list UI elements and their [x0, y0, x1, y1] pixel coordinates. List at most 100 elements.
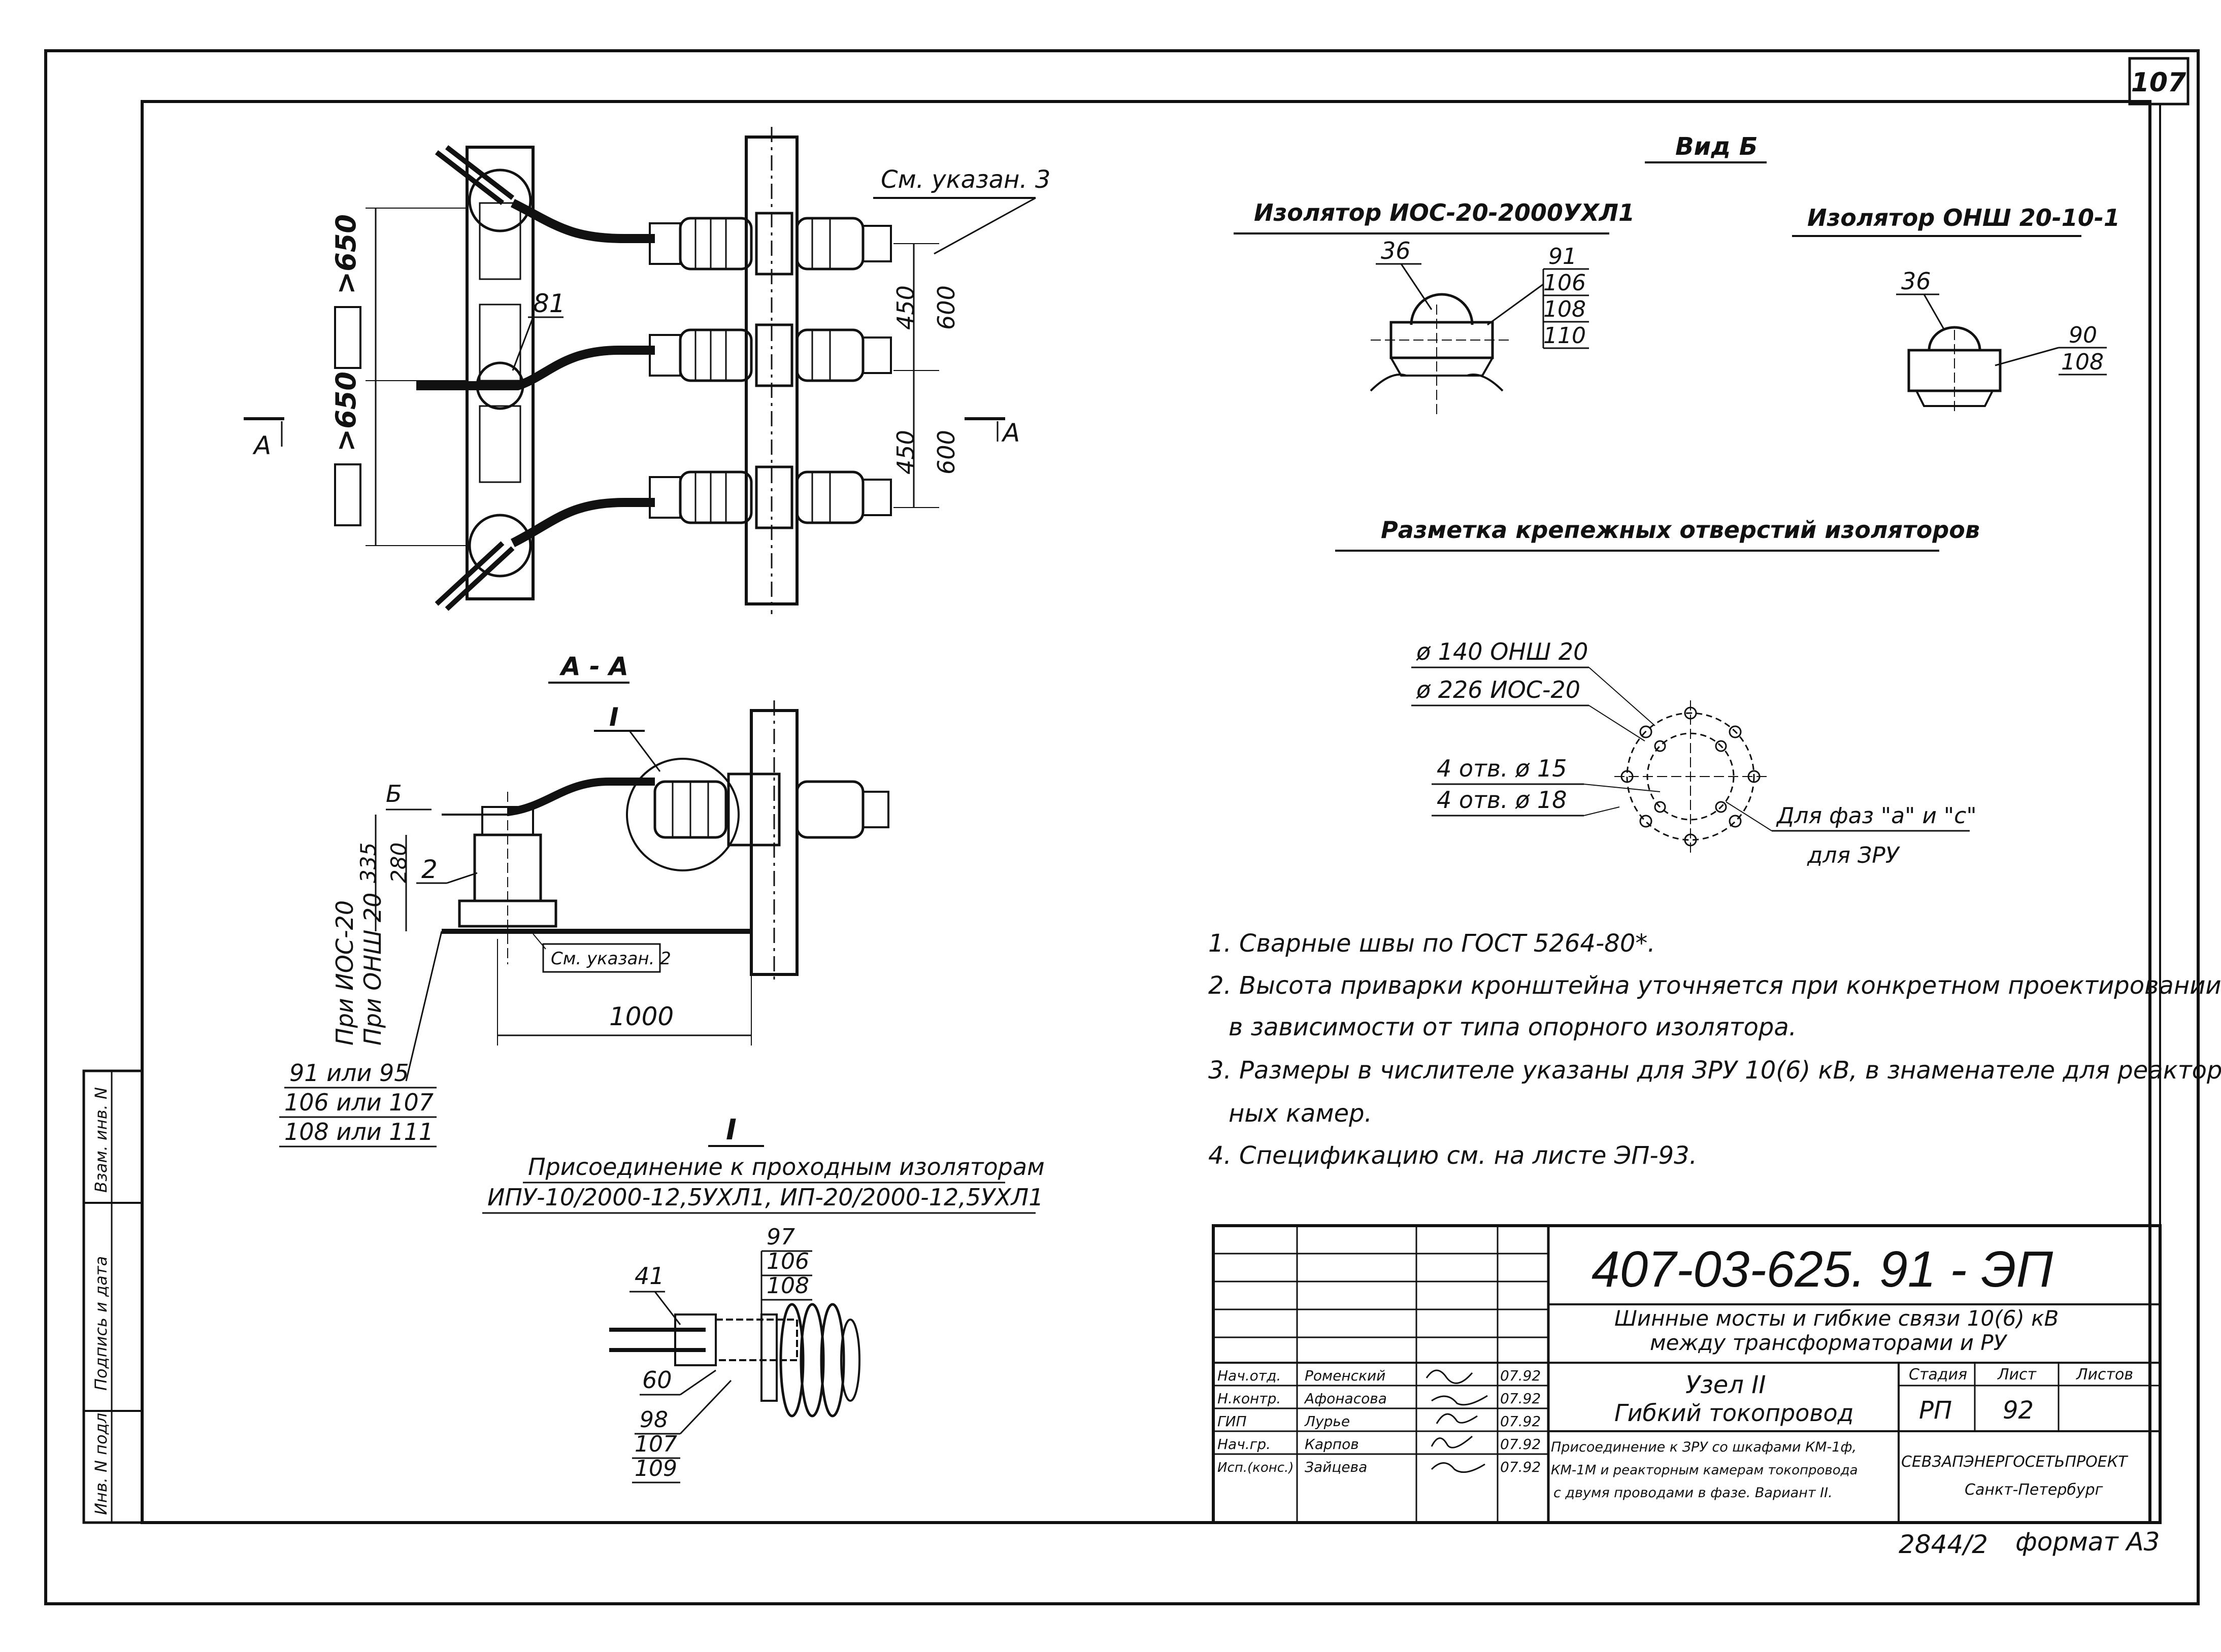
item-2: 2	[421, 855, 438, 884]
stamp-inventory: Инв. N подл.	[91, 1408, 111, 1515]
insulator-1-items: 91 106 108 110	[1487, 244, 1589, 349]
project-title-1: Шинные мосты и гибкие связи 10(6) кВ	[1614, 1306, 2059, 1331]
item-81: 81	[533, 289, 566, 318]
conductor-phase-a	[510, 198, 655, 243]
mark-B: Б	[386, 780, 402, 807]
detail-item-41: 41	[635, 1262, 665, 1290]
name-1: Роменский	[1305, 1367, 1385, 1384]
name-4: Карпов	[1305, 1436, 1359, 1453]
note-4: 4. Спецификацию см. на листе ЭП-93.	[1208, 1141, 1697, 1170]
detail-title: Присоединение к проходным изоляторам	[528, 1153, 1045, 1181]
section-item-2: 106 или 107	[284, 1089, 434, 1116]
note-ref-2: См. указан. 2	[551, 949, 671, 969]
insulator-1-item-36: 36	[1381, 237, 1411, 264]
date-2: 07.92	[1500, 1390, 1541, 1407]
role-1: Нач.отд.	[1217, 1367, 1281, 1384]
note-3: 3. Размеры в числителе указаны для ЗРУ 1…	[1208, 1056, 2221, 1085]
note-3-cont: ных камер.	[1229, 1099, 1372, 1128]
view-b: Вид Б Изолятор ИОС-20-2000УХЛ1 36 91 106…	[1234, 132, 2120, 416]
clamp-top	[468, 168, 532, 232]
detail-top-item-2: 106	[767, 1249, 809, 1274]
city: Санкт-Петербург	[1965, 1481, 2103, 1499]
name-2: Афонасова	[1304, 1390, 1387, 1407]
project-title-2: между трансформаторами и РУ	[1650, 1330, 2008, 1355]
label-ios: При ИОС-20	[331, 900, 358, 1046]
insulator-2-item-36: 36	[1901, 267, 1931, 295]
wall-insert-3	[479, 405, 521, 483]
top-view: См. указан. 3 >650 >650 81 450 600 450 6…	[244, 127, 1050, 614]
section-conductor	[507, 778, 655, 816]
detail-top-item-1: 97	[767, 1224, 795, 1250]
section-item-3: 108 или 111	[284, 1118, 434, 1145]
notes: 1. Сварные швы по ГОСТ 5264-80*. 2. Высо…	[1208, 929, 2221, 1170]
conductor-phase-c	[510, 498, 655, 548]
detail-I: I Присоединение к проходным изоляторам И…	[482, 1114, 1045, 1484]
insulator-row-3	[649, 465, 892, 529]
detail-circle	[626, 758, 740, 871]
insulator-row-1	[649, 212, 892, 276]
view-b-title: Вид Б	[1675, 132, 1758, 161]
format-label: формат А3	[2015, 1527, 2160, 1557]
leader-note-3	[934, 197, 1036, 255]
insulator-1-title: Изолятор ИОС-20-2000УХЛ1	[1254, 199, 1635, 226]
note-1: 1. Сварные швы по ГОСТ 5264-80*.	[1208, 929, 1655, 958]
holes-15: 4 отв. ø 15	[1437, 755, 1567, 782]
signatures	[1426, 1369, 1488, 1473]
hole-d226: ø 226 ИОС-20	[1416, 676, 1580, 703]
desc-3: с двумя проводами в фазе. Вариант II.	[1553, 1485, 1833, 1501]
detail-bottom-item-2: 107	[635, 1431, 677, 1457]
node-title: Узел II	[1685, 1371, 1766, 1399]
note-2-box	[542, 943, 661, 973]
doc-code: 407-03-625. 91 - ЭП	[1592, 1241, 2053, 1298]
title-block: 407-03-625. 91 - ЭП Шинные мосты и гибки…	[1212, 1224, 2162, 1524]
wire-diagonal-bottom	[435, 541, 515, 611]
dim-650-lower: >650	[330, 372, 362, 452]
svg-text:110: 110	[1543, 323, 1586, 349]
insulator-2-symbol	[1907, 326, 2002, 411]
insulator-2-title: Изолятор ОНШ 20-10-1	[1807, 204, 2120, 231]
stage-value: РП	[1919, 1396, 1952, 1425]
sheets-header: Листов	[2076, 1366, 2133, 1384]
outer-frame	[44, 49, 2200, 1605]
section-mark-right: А	[1001, 418, 1020, 448]
corner-number-box	[2128, 57, 2190, 106]
role-2: Н.контр.	[1217, 1390, 1281, 1407]
stage-header: Стадия	[1909, 1366, 1967, 1384]
left-wall	[466, 146, 535, 600]
label-onsh: При ОНШ 20	[359, 893, 386, 1046]
wall-insert-1	[479, 202, 521, 280]
section-item-1: 91 или 95	[289, 1059, 409, 1087]
role-4: Нач.гр.	[1217, 1436, 1271, 1453]
for-zru: для ЗРУ	[1807, 842, 1901, 868]
dim-1000: 1000	[609, 1002, 674, 1031]
bottom-mark: 2844/2	[1899, 1530, 1988, 1559]
dim-450-lower: 450	[892, 430, 919, 475]
desc-2: КМ-1М и реакторным камерам токопровода	[1551, 1463, 1858, 1478]
svg-text:91: 91	[1548, 244, 1577, 269]
detail-roman: I	[726, 1114, 737, 1147]
role-5: Исп.(конс.)	[1217, 1460, 1294, 1475]
role-3: ГИП	[1217, 1413, 1247, 1430]
dim-335: 335	[356, 842, 381, 883]
insulator-2-item-90: 90	[2069, 322, 2097, 348]
dim-600-lower: 600	[933, 430, 960, 475]
stamp-replaced: Взам. инв. N	[91, 1087, 111, 1193]
detail-bottom-item-1: 98	[640, 1407, 668, 1433]
hole-marking-title: Разметка крепежных отверстий изоляторов	[1381, 516, 1980, 544]
name-5: Зайцева	[1305, 1459, 1367, 1475]
section-mark-left: А	[252, 431, 271, 460]
desc-1: Присоединение к ЗРУ со шкафами КМ-1ф,	[1551, 1439, 1857, 1455]
sheet-value: 92	[2003, 1396, 2034, 1425]
sheet-corner-number: 107	[2131, 68, 2186, 98]
dim-280: 280	[386, 842, 411, 883]
svg-text:108: 108	[1543, 296, 1586, 322]
detail-subtitle: ИПУ-10/2000-12,5УХЛ1, ИП-20/2000-12,5УХЛ…	[487, 1184, 1044, 1211]
date-4: 07.92	[1500, 1436, 1541, 1453]
insulator-2-item-108: 108	[2061, 349, 2104, 375]
dim-box-1	[334, 306, 361, 369]
note-2-cont: в зависимости от типа опорного изолятора…	[1229, 1013, 1797, 1041]
section-aa-title: А - А	[559, 652, 628, 681]
note-ref-3: См. указан. 3	[881, 165, 1050, 194]
sheet-header: Лист	[1997, 1366, 2037, 1384]
